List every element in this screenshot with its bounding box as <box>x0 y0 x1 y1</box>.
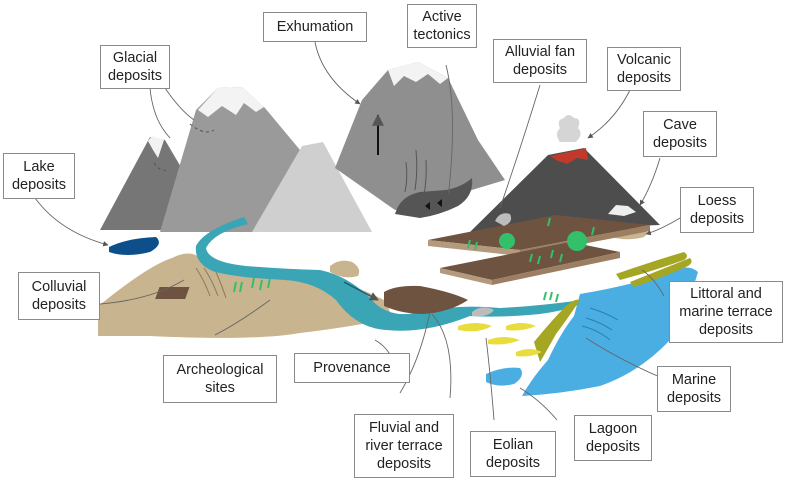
label-colluvial-deposits: Colluvial deposits <box>18 272 100 320</box>
eolian-dune-4 <box>516 349 542 357</box>
littoral-deposit <box>534 299 580 362</box>
eolian-dune-2 <box>488 337 520 345</box>
mountain-range <box>100 62 505 232</box>
lagoon <box>486 367 522 386</box>
label-eolian-deposits: Eolian deposits <box>470 431 556 477</box>
exhumation-mountain-snow <box>388 62 448 86</box>
label-archeological-sites: Archeological sites <box>163 355 277 403</box>
label-exhumation: Exhumation <box>263 12 367 42</box>
label-provenance: Provenance <box>294 353 410 383</box>
label-loess-deposits: Loess deposits <box>680 187 754 233</box>
archeological-site <box>155 287 190 299</box>
lake <box>109 237 159 255</box>
label-alluvial-fan-deposits: Alluvial fan deposits <box>493 39 587 83</box>
exhumation-mountain <box>335 62 505 210</box>
label-lagoon-deposits: Lagoon deposits <box>574 415 652 461</box>
river <box>195 217 582 331</box>
label-volcanic-deposits: Volcanic deposits <box>607 47 681 91</box>
label-littoral-marine-terrace-deposits: Littoral and marine terrace deposits <box>669 281 783 343</box>
eolian-dune-1 <box>458 323 492 332</box>
label-glacial-deposits: Glacial deposits <box>100 45 170 89</box>
alluvial-terraces <box>428 213 650 285</box>
colluvial-hill <box>98 253 392 338</box>
label-active-tectonics: Active tectonics <box>407 4 477 48</box>
central-light-peak <box>252 142 372 232</box>
volcano-plume <box>557 115 581 142</box>
label-marine-deposits: Marine deposits <box>657 366 731 412</box>
left-peak-snow <box>148 136 164 158</box>
glacial-mountain-snow <box>198 87 264 117</box>
lava <box>550 148 588 164</box>
glacial-mountain <box>160 87 310 232</box>
sea <box>522 267 698 396</box>
label-cave-deposits: Cave deposits <box>643 111 717 157</box>
label-lake-deposits: Lake deposits <box>3 153 75 199</box>
label-fluvial-river-terrace-deposits: Fluvial and river terrace deposits <box>354 414 454 478</box>
leader-lines <box>34 41 681 421</box>
fluvial-terrace <box>384 285 468 314</box>
eolian-dune-3 <box>506 323 536 331</box>
fault-block <box>395 178 473 218</box>
cave-deposit <box>608 205 636 216</box>
